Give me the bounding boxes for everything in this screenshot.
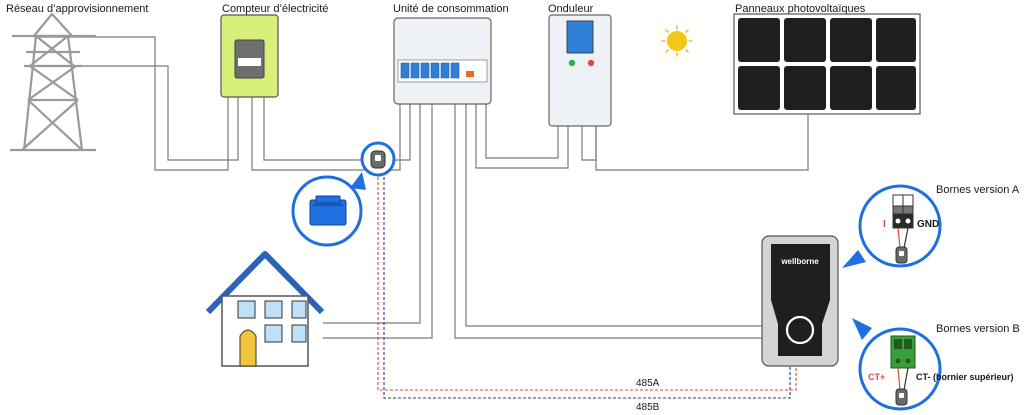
wire-inverter-panel: [595, 114, 809, 171]
meter-icon: [220, 14, 279, 98]
terminal-ct-plus-label: CT+: [868, 372, 885, 382]
inverter-label: Onduleur: [548, 3, 594, 15]
grid-label: Réseau d’approvisionnement: [6, 3, 149, 15]
version-a-label: Bornes version A: [936, 184, 1020, 196]
wire-cu-house-1: [323, 104, 421, 324]
wire-cu-inverter-1: [475, 104, 569, 169]
bus-485b-label: 485B: [636, 402, 660, 413]
wire-cu-inverter-2: [485, 104, 559, 159]
wires: [34, 36, 809, 339]
rs485-wires: [377, 172, 797, 399]
pylon-icon: [10, 12, 96, 152]
wire-cu-charger-1: [454, 104, 762, 339]
terminal-gnd-label: GND: [917, 219, 939, 230]
wire-485b: [383, 172, 791, 399]
bus-485a-label: 485A: [636, 378, 660, 389]
terminal-ct-minus-label: CT- (bornier supérieur): [916, 372, 1014, 382]
wire-485a: [377, 172, 797, 391]
wire-meter-ct: [263, 97, 365, 161]
wire-ct-cu: [392, 104, 411, 161]
wire-meter-cu-1: [251, 97, 401, 171]
wire-cu-charger-2: [465, 104, 762, 327]
wire-grid-meter-2: [72, 65, 239, 161]
house-icon: [205, 251, 325, 367]
solar-panels-label: Panneaux photovoltaïques: [735, 3, 866, 15]
ct-clamp-callout: [350, 141, 396, 190]
terminal-i-label: I: [883, 219, 886, 230]
wire-inverter-panel-stub: [581, 126, 597, 161]
solar-panel-icon: [733, 13, 921, 115]
charger-brand-label: wellborne: [780, 257, 819, 266]
breaker-panel-icon: [393, 17, 492, 105]
terminal-block-b: [890, 335, 916, 369]
ct-clamp-icon: [291, 175, 363, 247]
ev-charger-icon: [761, 235, 839, 367]
terminal-a-callout: [842, 184, 942, 268]
version-b-label: Bornes version B: [936, 323, 1020, 335]
wire-cu-house-2: [323, 104, 433, 339]
meter-label: Compteur d’électricité: [222, 3, 329, 15]
inverter-icon: [548, 14, 612, 127]
wire-grid-meter-1: [34, 36, 229, 171]
terminal-block-a: [892, 194, 914, 229]
sun-icon: [661, 25, 693, 57]
consumer-unit-label: Unité de consommation: [393, 3, 509, 15]
terminal-b-callout: [852, 318, 942, 411]
